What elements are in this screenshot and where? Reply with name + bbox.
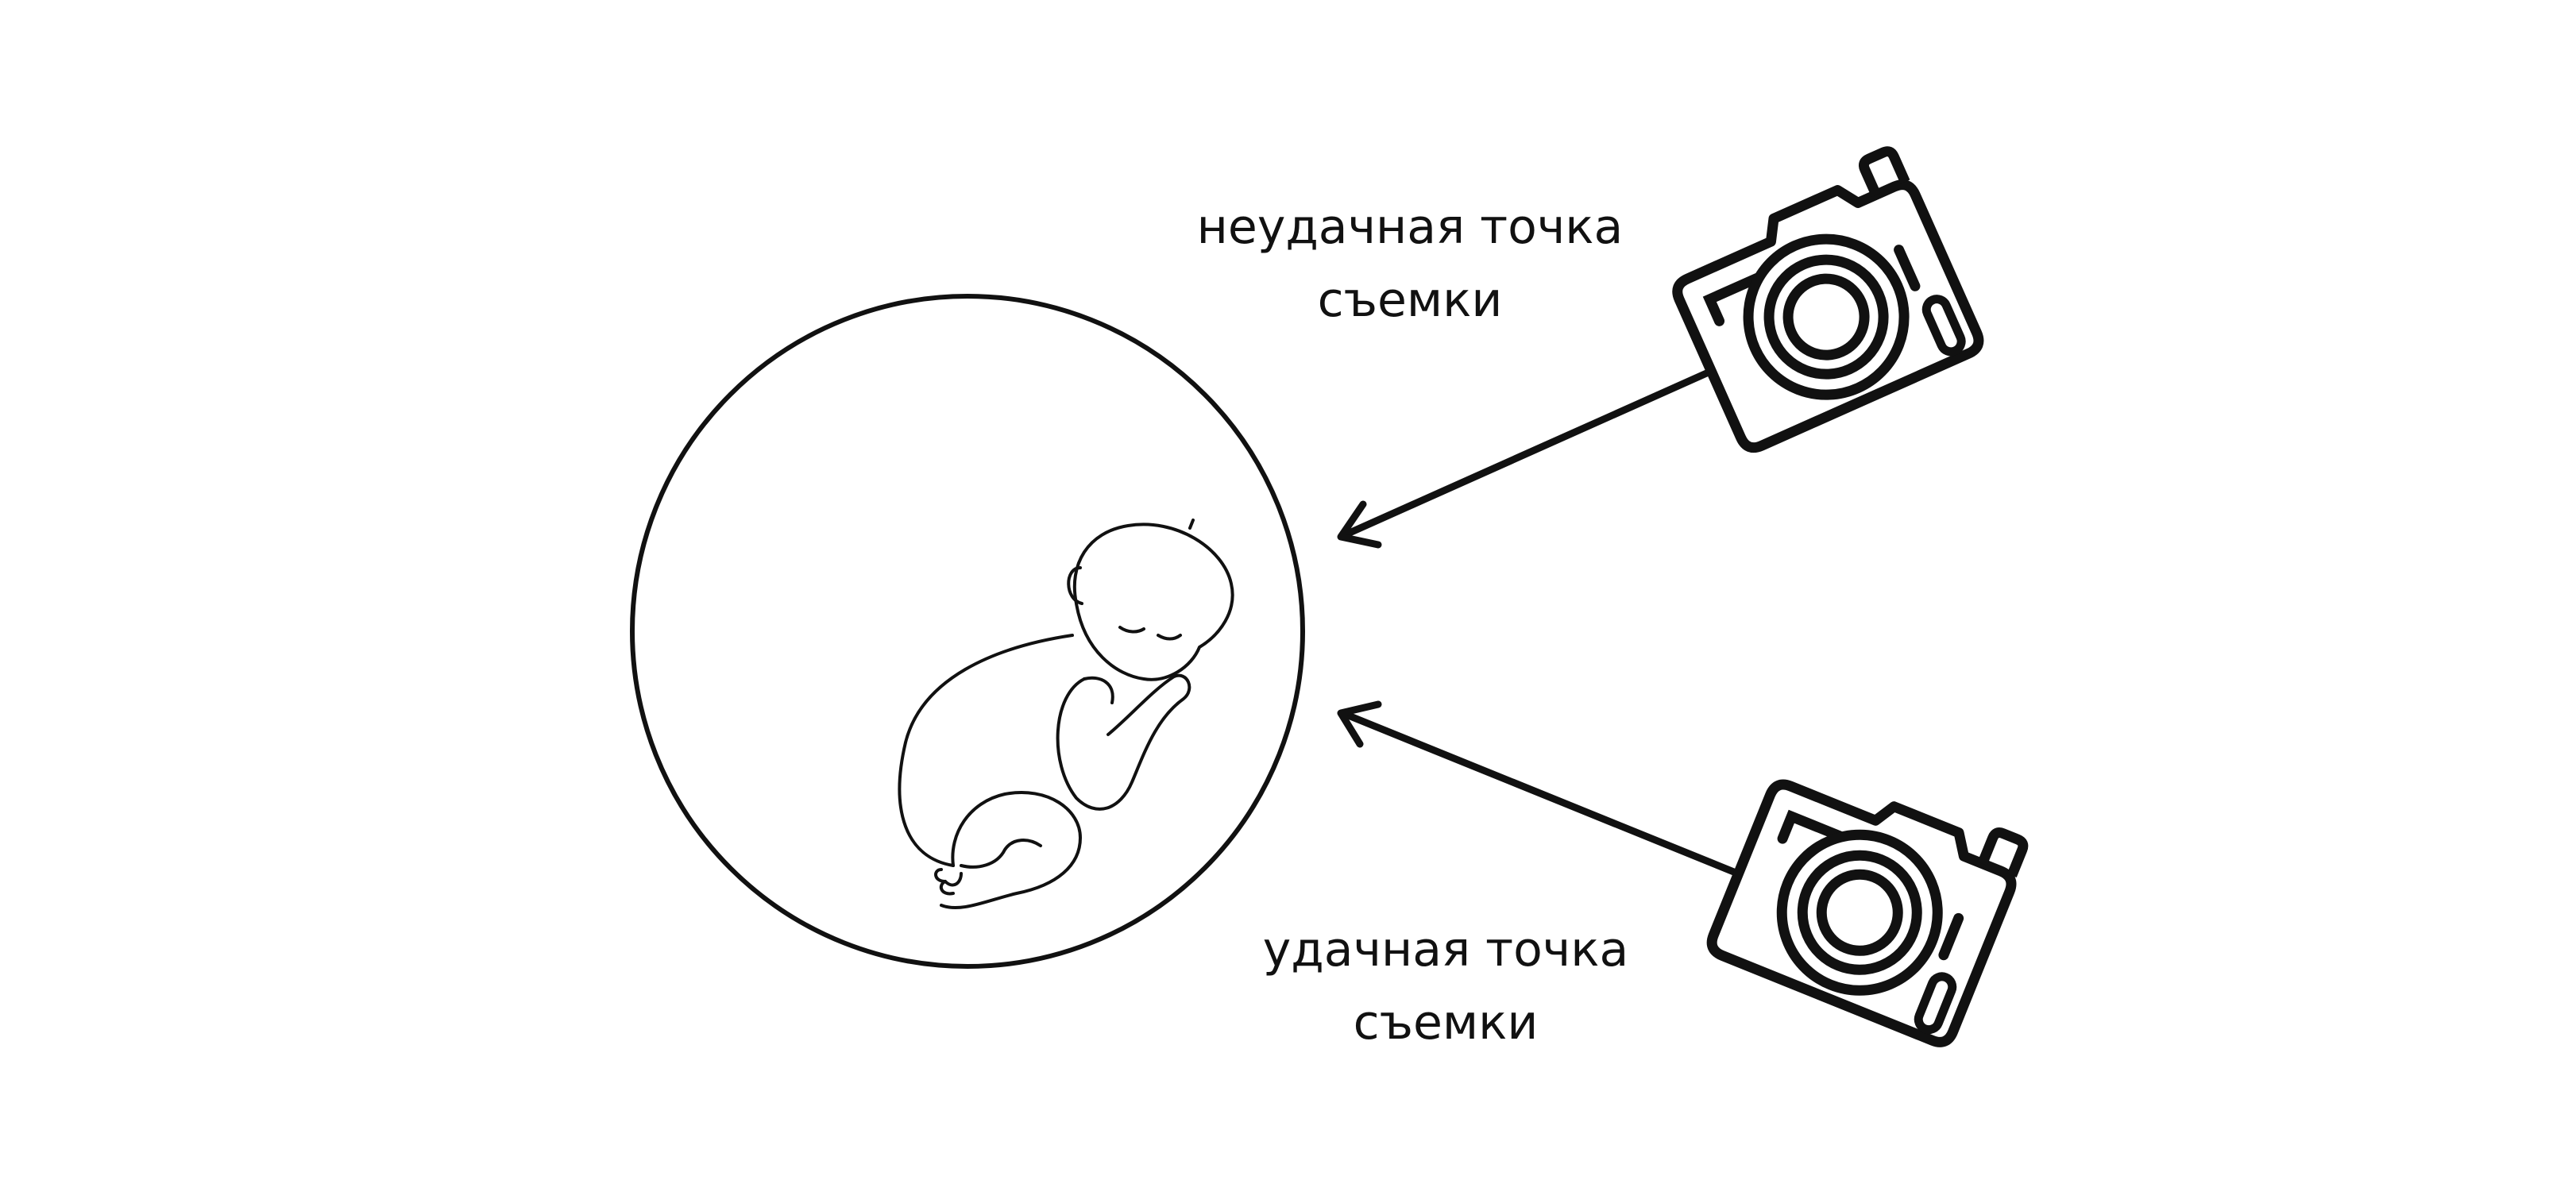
good-angle-arrow <box>1337 700 1777 892</box>
bad-label-line1: неудачная точка <box>1196 199 1624 255</box>
good-label-line1: удачная точка <box>1262 922 1629 978</box>
womb-circle <box>630 294 1305 969</box>
camera-icon <box>1708 747 2029 1047</box>
good-shooting-point-label: удачная точка съемки <box>1136 913 1755 1059</box>
sleeping-newborn-icon <box>898 519 1234 909</box>
bad-label-line2: съемки <box>1317 272 1503 328</box>
good-label-line2: съемки <box>1353 995 1539 1051</box>
bad-shooting-point-label: неудачная точка съемки <box>1108 191 1712 337</box>
bad-angle-arrow <box>1337 357 1737 549</box>
